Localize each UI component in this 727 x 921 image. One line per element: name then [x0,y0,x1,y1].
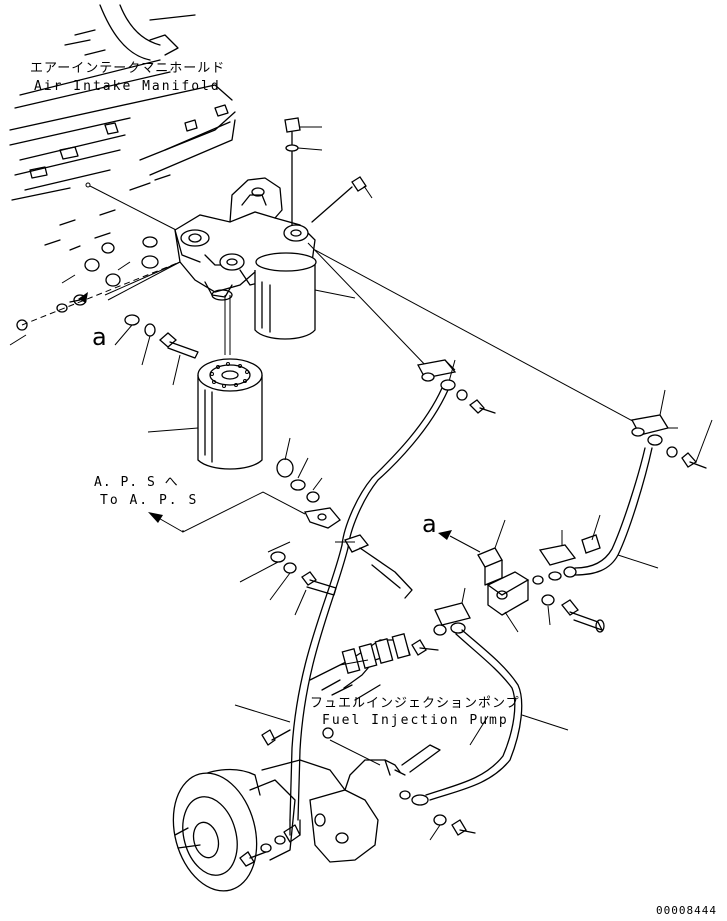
air-intake-manifold-label-jp: エアーインテークマニホールド [30,61,226,76]
fuel-injection-pump [172,633,489,892]
bolt-right-mid [541,594,605,633]
fuel-filter-head [174,177,316,301]
fuel-injection-pump-label-jp: フュエルインジェクションポンプ [310,696,520,711]
head-mount-bolt [114,314,199,386]
pipe-clamp [335,534,413,599]
fuel-pipe-lower [399,587,569,841]
aps-bracket [148,437,341,533]
reference-mark-a-left: a [92,323,107,351]
aps-label-en: To A. P. S [100,493,199,508]
fuel-pipe-center [289,359,496,836]
fuel-injection-pump-label-en: Fuel Injection Pump [322,713,509,728]
pipe-right-fitting [532,514,601,585]
filter-cartridge-front [147,295,263,470]
document-number: 00008444 [656,904,717,917]
filter-cartridge-rear [254,252,356,340]
head-bolts [284,117,373,226]
left-fittings [9,236,181,346]
air-intake-manifold-label-en: Air Intake Manifold [34,79,221,94]
bolt-cluster-mid [239,541,337,616]
reference-mark-a-right: a [422,510,437,538]
aps-label-jp: A. P. S へ [94,475,179,490]
fuel-pipe-right [574,389,713,576]
air-intake-manifold [9,4,236,251]
spacer-blocks [438,519,530,633]
